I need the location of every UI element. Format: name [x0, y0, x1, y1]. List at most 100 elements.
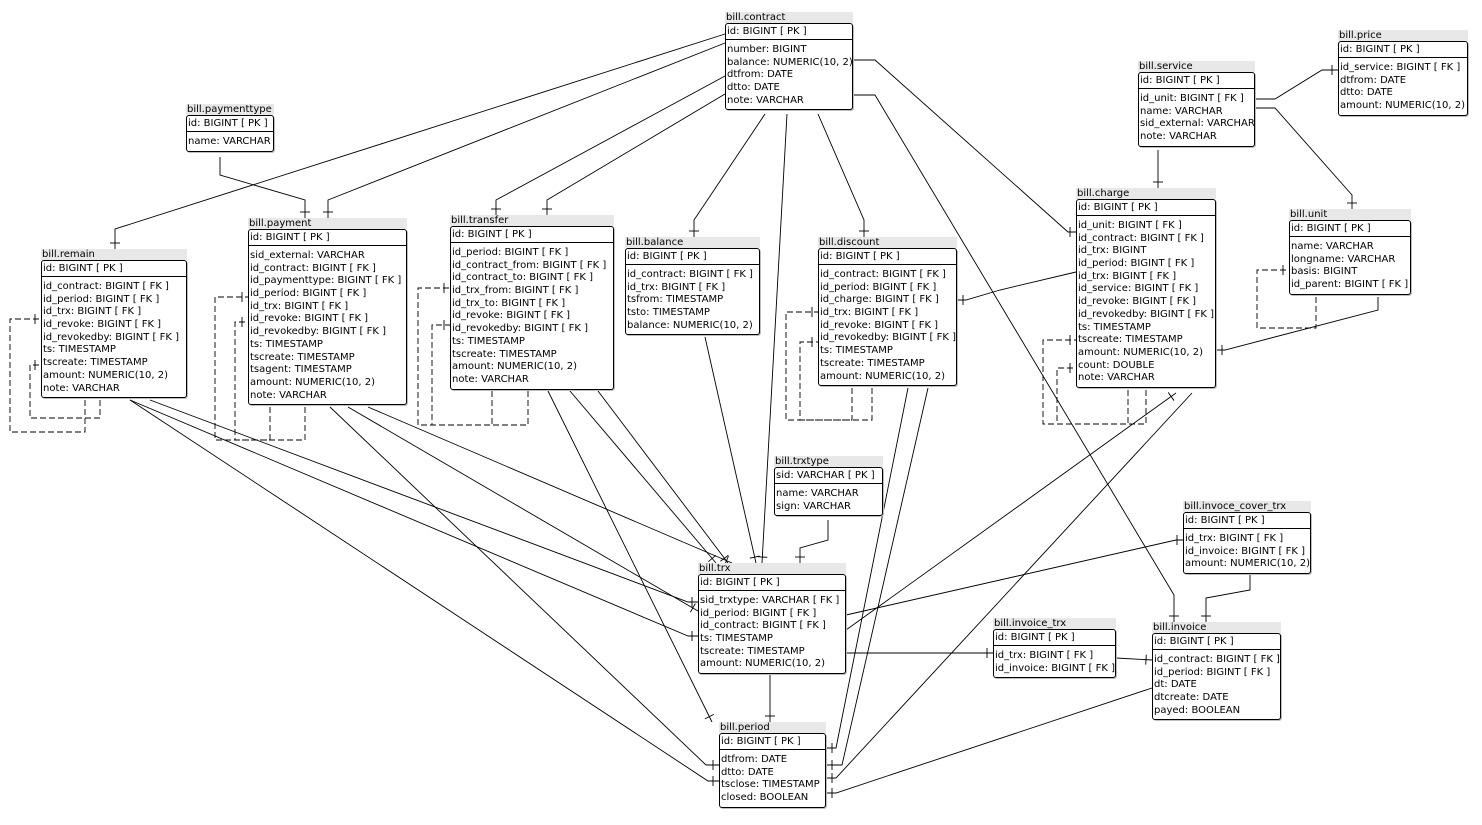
entity-field: amount: NUMERIC(10, 2) — [1185, 558, 1311, 570]
entity-field: sign: VARCHAR — [776, 500, 852, 512]
entity-field: id_revokedby: BIGINT [ FK ] — [250, 326, 386, 338]
relationship-line — [1056, 367, 1147, 425]
entity-field: id_contract: BIGINT [ FK ] — [1154, 654, 1280, 665]
field-list: id_contract: BIGINT [ FK ]id_trx: BIGINT… — [626, 265, 759, 334]
cardinality-marker — [689, 603, 696, 613]
relationship-line — [704, 336, 757, 564]
cardinality-marker — [757, 556, 768, 558]
entity-field: payed: BOOLEAN — [1154, 704, 1241, 716]
entity-field: tscreate: TIMESTAMP — [1078, 334, 1183, 346]
entity-field: amount: NUMERIC(10, 2) — [700, 658, 826, 670]
entity-field: id_trx_from: BIGINT [ FK ] — [452, 285, 579, 297]
entity-title: bill.unit — [1289, 209, 1411, 220]
relationship-line — [327, 42, 726, 218]
primary-key-field: id: BIGINT [ PK ] — [819, 249, 956, 265]
relationship-line — [569, 390, 717, 564]
entity-field: tsclose: TIMESTAMP — [721, 779, 820, 791]
entity-field: amount: NUMERIC(10, 2) — [820, 370, 946, 382]
entity-field: note: VARCHAR — [727, 94, 804, 106]
entity-title: bill.paymenttype — [186, 104, 274, 115]
primary-key-field: id: BIGINT [ PK ] — [1153, 634, 1280, 650]
cardinality-marker — [708, 554, 717, 563]
cardinality-marker — [1167, 392, 1175, 401]
relationship-line — [853, 94, 1175, 622]
primary-key-field: id: BIGINT [ PK ] — [720, 734, 825, 750]
field-list: id_contract: BIGINT [ FK ]id_period: BIG… — [42, 277, 186, 397]
entity-box: id: BIGINT [ PK ]id_service: BIGINT [ FK… — [1338, 41, 1468, 116]
entity-field: name: VARCHAR — [776, 488, 859, 499]
primary-key-field: id: BIGINT [ PK ] — [1290, 221, 1410, 237]
entity-title: bill.transfer — [450, 215, 614, 226]
entity-field: id_trx: BIGINT [ FK ] — [627, 281, 726, 293]
field-list: id_contract: BIGINT [ FK ]id_period: BIG… — [819, 265, 956, 385]
entity-field: id_period: BIGINT [ FK ] — [1154, 666, 1271, 678]
field-list: id_trx: BIGINT [ FK ]id_invoice: BIGINT … — [994, 646, 1115, 677]
relationship-line — [329, 406, 719, 766]
entity-title: bill.price — [1338, 30, 1468, 41]
cardinality-marker — [704, 714, 715, 720]
primary-key-field: id: BIGINT [ PK ] — [994, 630, 1115, 646]
relationship-line — [1205, 573, 1251, 622]
entity-field: id_trx: BIGINT — [1078, 245, 1147, 257]
relationship-line — [214, 296, 271, 441]
entity-field: longname: VARCHAR — [1291, 253, 1396, 265]
entity-field: id_revoke: BIGINT [ FK ] — [43, 319, 162, 331]
entity-field: id_trx_to: BIGINT [ FK ] — [452, 297, 566, 309]
primary-key-field: id: BIGINT [ PK ] — [1184, 513, 1310, 529]
entity-field: amount: NUMERIC(10, 2) — [452, 361, 578, 373]
cardinality-marker — [1145, 654, 1147, 665]
entity-title: bill.payment — [248, 218, 407, 229]
entity-field: tscreate: TIMESTAMP — [452, 348, 557, 360]
primary-key-field: id: BIGINT [ PK ] — [451, 227, 613, 243]
entity-field: sid_external: VARCHAR — [1140, 118, 1255, 130]
entity-field: id_revokedby: BIGINT [ FK ] — [43, 331, 179, 343]
entity-field: id_paymenttype: BIGINT [ FK ] — [250, 275, 402, 287]
entity-box: id: BIGINT [ PK ]id_contract: BIGINT [ F… — [41, 260, 187, 399]
entity-field: basis: BIGINT — [1291, 266, 1358, 278]
entity-field: count: DOUBLE — [1078, 359, 1155, 371]
entity-field: id_revoke: BIGINT [ FK ] — [820, 319, 939, 331]
entity-box: id: BIGINT [ PK ]id_trx: BIGINT [ FK ]id… — [993, 629, 1116, 679]
entity-field: balance: NUMERIC(10, 2) — [727, 56, 853, 68]
relationship-line — [547, 390, 713, 723]
entity-field: id_period: BIGINT [ FK ] — [452, 247, 569, 258]
entity-title: bill.invoice — [1152, 622, 1281, 633]
relationship-line — [149, 399, 698, 603]
primary-key-field: id: BIGINT [ PK ] — [249, 230, 406, 246]
relationship-line — [957, 271, 1077, 301]
relationship-line — [826, 392, 1193, 779]
relationship-line — [817, 113, 865, 237]
entity-field: balance: NUMERIC(10, 2) — [627, 319, 753, 331]
entity-box: id: BIGINT [ PK ]name: VARCHAR — [186, 115, 274, 152]
entity-field: dtcreate: DATE — [1154, 692, 1229, 704]
relationship-line — [9, 318, 86, 433]
entity-field: note: VARCHAR — [43, 382, 120, 394]
entity-field: ts: TIMESTAMP — [43, 344, 116, 356]
entity-box: id: BIGINT [ PK ]sid_trxtype: VARCHAR [ … — [698, 574, 846, 675]
primary-key-field: id: BIGINT [ PK ] — [1339, 42, 1467, 58]
relationship-line — [826, 387, 909, 749]
relationship-line — [761, 113, 788, 564]
